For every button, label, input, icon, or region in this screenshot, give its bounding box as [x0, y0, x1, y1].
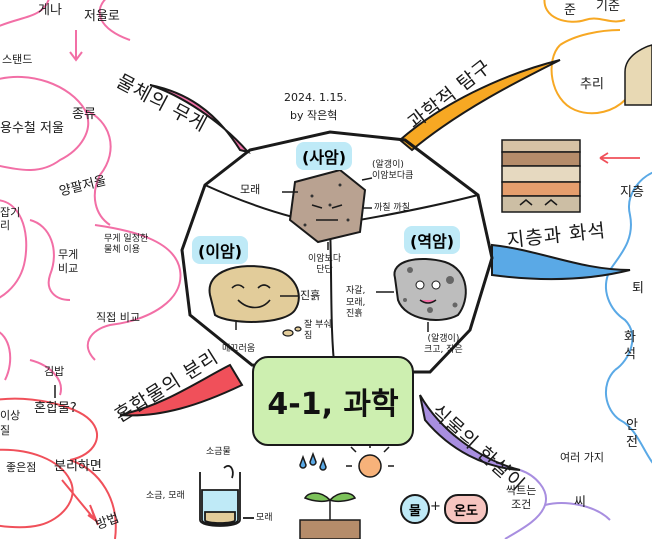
explore-partial-top2: 준 — [564, 3, 576, 18]
mixture-branch-ribbon — [119, 363, 244, 417]
strata-partial-4: 안 전 — [626, 418, 638, 450]
mudstone-illustration — [208, 265, 302, 337]
weight-branch-ribbon — [149, 84, 251, 154]
explore-partial-top: 기준 — [596, 0, 620, 14]
center-title-box: 4-1, 과학 — [252, 356, 414, 446]
mixture-if-separate: 분리하면 — [54, 459, 102, 474]
weight-partial-1: 게나 — [38, 3, 62, 18]
weight-direct: 직접 비교 — [96, 311, 140, 324]
explore-bubbles — [543, 0, 626, 115]
mixture-partial-1: 이상 질 — [0, 409, 21, 438]
mudstone-smooth-label: 매끄러움 — [222, 344, 256, 354]
mixture-question: 혼합물? — [34, 401, 77, 416]
mixture-salt-water: 소금물 — [206, 447, 231, 457]
center-title: 4-1, 과학 — [267, 387, 399, 422]
plant-seed: 씨 — [574, 495, 586, 510]
explore-illustration — [624, 44, 652, 106]
mixture-salt-sand: 소금, 모래 — [146, 491, 185, 501]
mudstone-mud-label: 진흙 — [300, 289, 321, 302]
strata-partial-3: 화 석 — [624, 330, 636, 362]
plant-plus: + — [430, 499, 441, 514]
strata-arrow — [599, 152, 640, 164]
conglomerate-title: (역암) — [404, 226, 461, 254]
weight-scale-top: 저울로 — [84, 9, 120, 24]
strata-illustration — [501, 139, 581, 213]
mixture-sand: 모래 — [256, 513, 273, 523]
mixture-seaweed: 김밥 — [44, 365, 65, 378]
conglomerate-mix-label: 자갈, 모래, 진흙 — [346, 286, 366, 320]
explore-reasoning: 추리 — [580, 77, 604, 92]
sprout-illustration — [299, 442, 394, 539]
plant-bubbles — [504, 469, 611, 539]
plant-temp-chip: 온도 — [444, 494, 488, 524]
mudstone-title: (이암) — [192, 236, 249, 264]
weight-arrows — [69, 30, 83, 62]
weight-bubbles — [0, 0, 182, 396]
sandstone-rough-label: 까칠 까칠 — [374, 203, 410, 213]
mixture-bubbles — [0, 397, 117, 539]
rock-arrows — [235, 177, 429, 332]
date-text: 2024. 1.15. — [284, 91, 347, 104]
rock-hub-outline — [180, 130, 494, 374]
sandstone-sand-label: 모래 — [240, 183, 261, 196]
beaker-illustration — [199, 465, 254, 527]
sandstone-illustration — [288, 168, 367, 244]
weight-stand: 스탠드 — [2, 53, 33, 66]
weight-constant: 무게 일정한 물체 이용 — [104, 234, 149, 256]
strata-bubbles — [604, 171, 652, 464]
explore-branch-ribbon — [398, 59, 561, 152]
weight-types: 종류 — [72, 107, 96, 122]
mixture-red-arrow — [61, 479, 97, 523]
strata-partial-1: 지층 — [620, 185, 644, 200]
sandstone-hard-label: 이암보다 단단 — [308, 254, 342, 275]
conglomerate-grain-label: (알갱이) 크고, 작은 — [424, 334, 463, 356]
plant-water-chip: 물 — [400, 494, 430, 524]
conglomerate-illustration — [393, 258, 467, 321]
mudstone-break-label: 잘 부숴 짐 — [304, 320, 332, 341]
rock-divider-3 — [329, 224, 336, 373]
weight-partial-2: 잡기 리 — [0, 206, 21, 233]
plant-branch-ribbon — [419, 394, 521, 471]
strata-partial-2: 퇴 — [632, 281, 644, 296]
strata-branch-ribbon — [491, 243, 631, 281]
sandstone-title: (사암) — [296, 142, 353, 170]
plant-sprout: 싹트는 조건 — [506, 484, 537, 511]
weight-spring-scale: 용수철 저울 — [0, 121, 64, 136]
mixture-benefit: 좋은점 — [6, 461, 37, 474]
weight-compare: 무게 비교 — [58, 248, 79, 275]
author-text: by 작은혁 — [290, 109, 338, 122]
sandstone-compare-label: (알갱이) 이암보다큼 — [372, 160, 414, 182]
plant-varied: 여러 가지 — [560, 451, 604, 464]
